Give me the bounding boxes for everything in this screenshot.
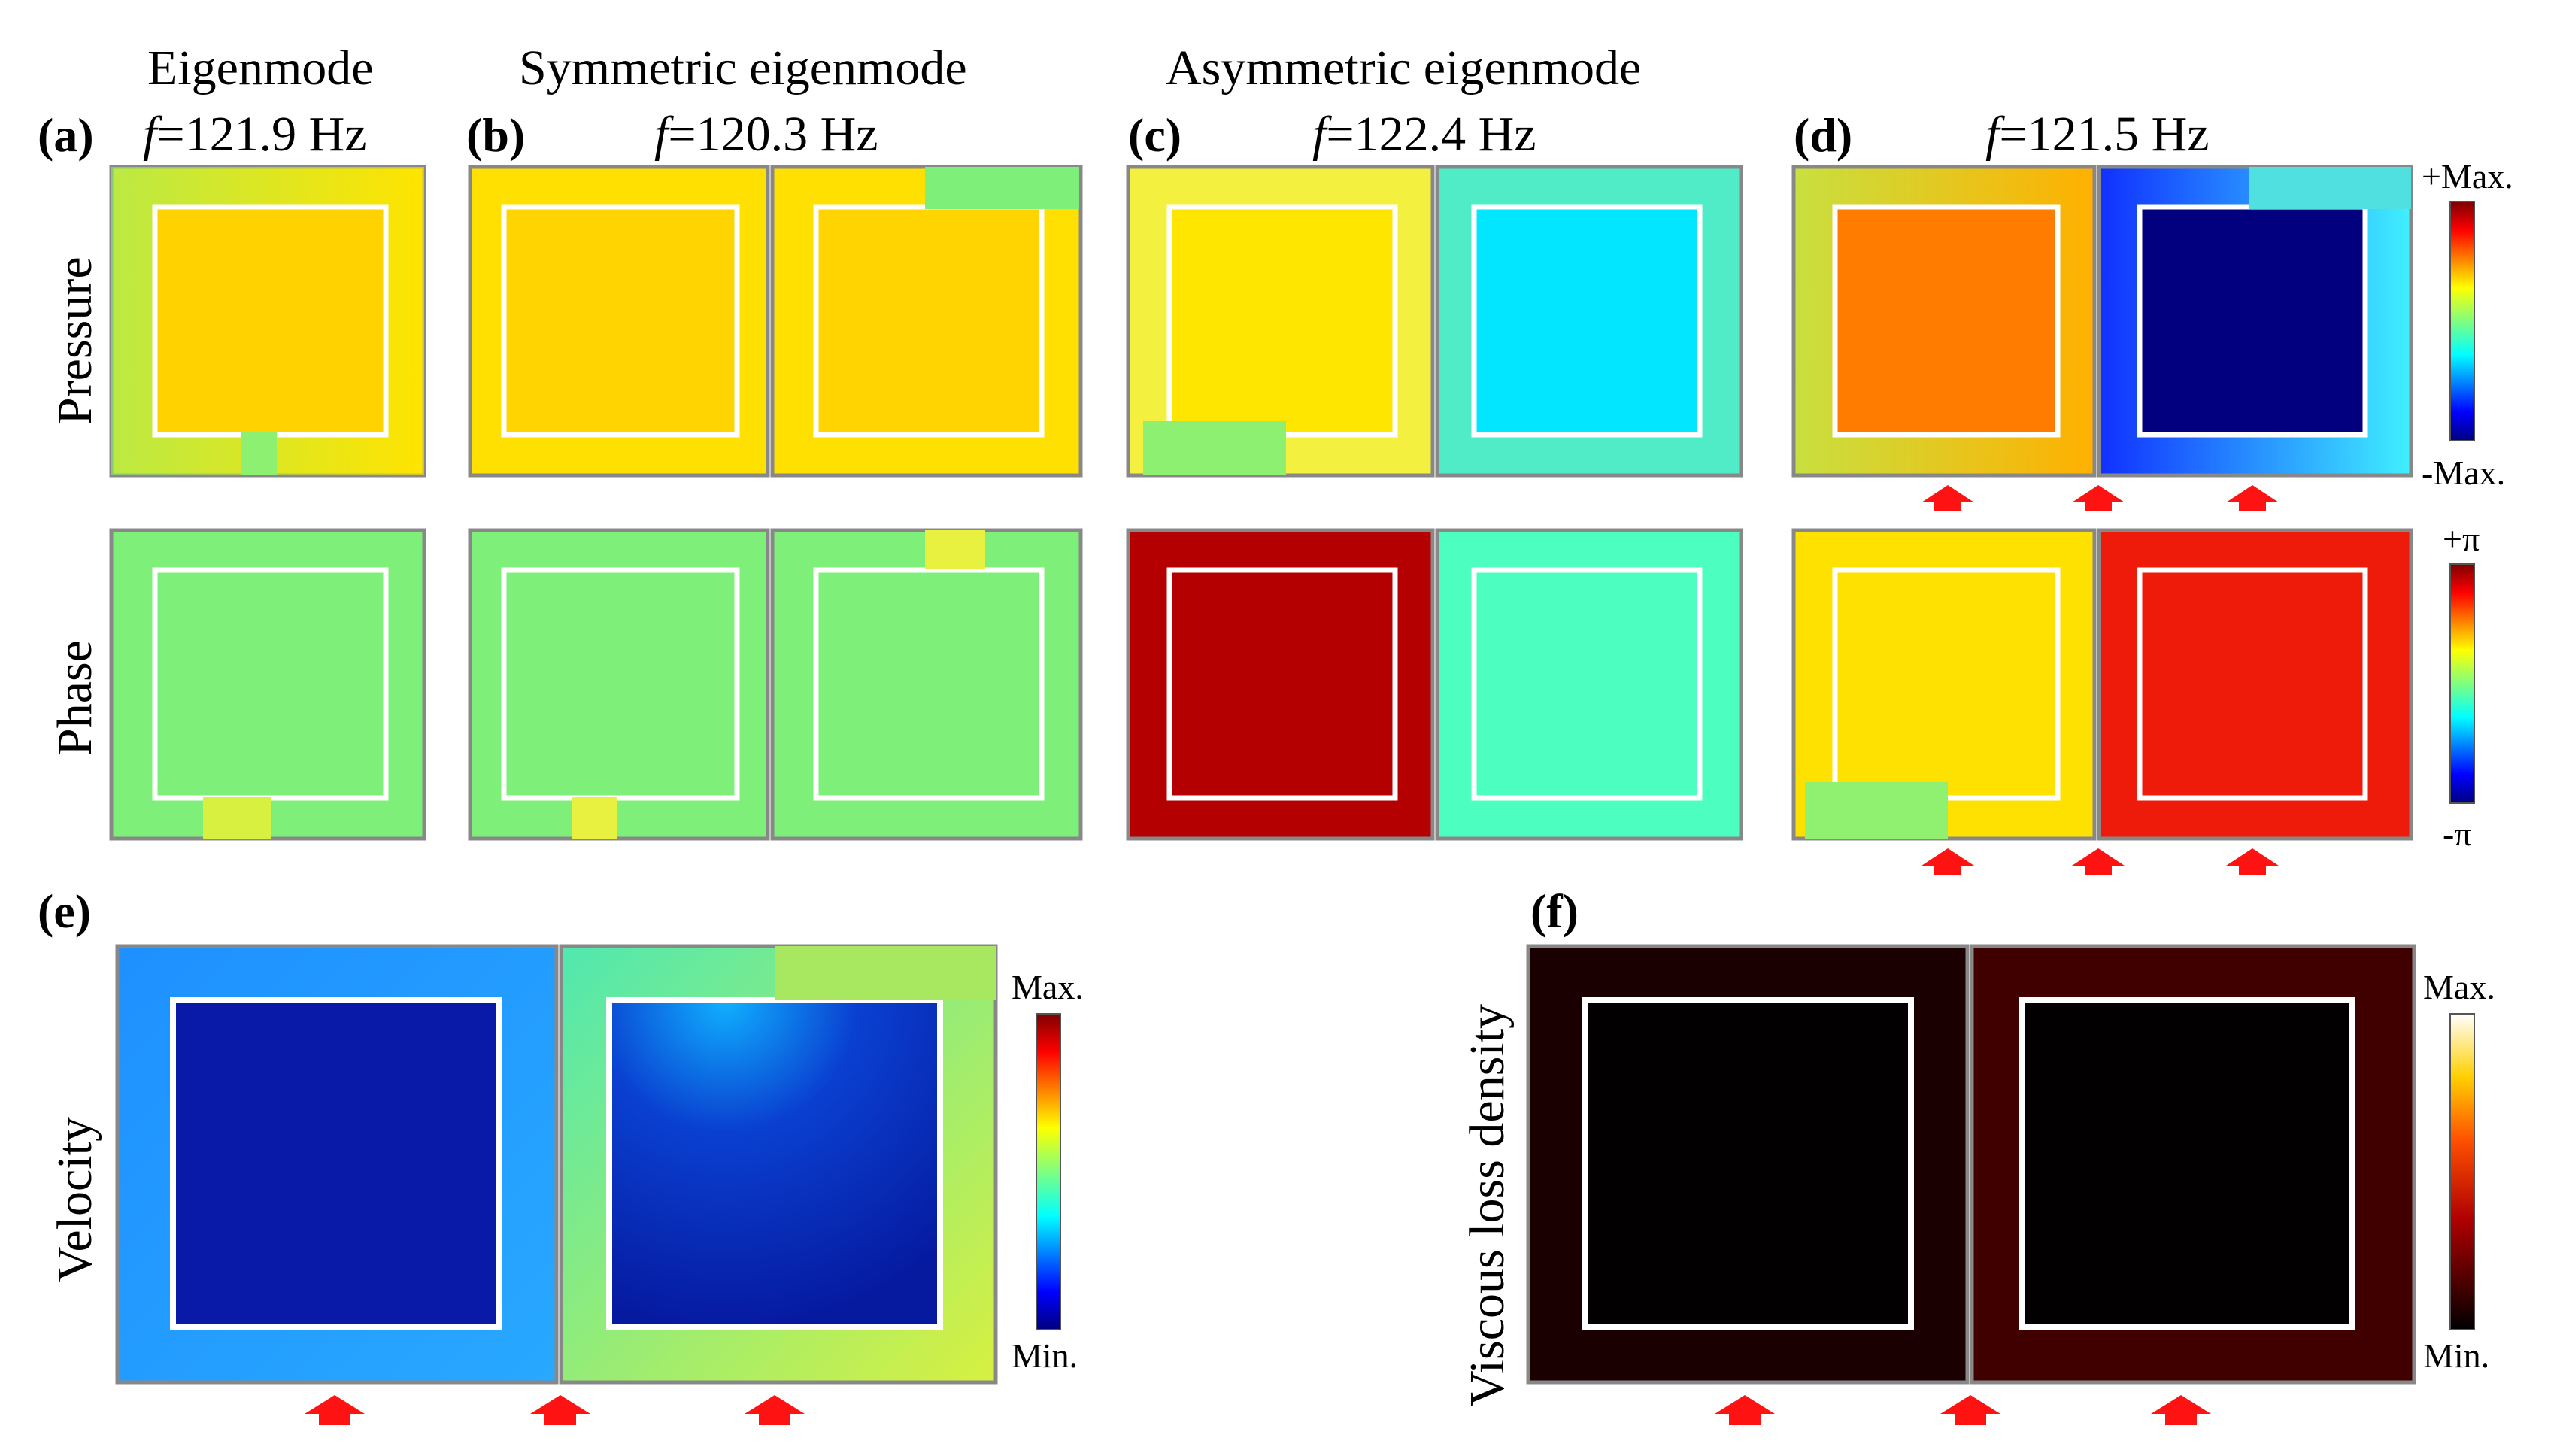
- viscous-cb-min: Min.: [2423, 1336, 2490, 1375]
- panel-c-pressure: [1126, 165, 1743, 478]
- panel-b-pressure: [468, 165, 1083, 478]
- panel-label-d: (d): [1794, 108, 1853, 162]
- panel-e-velocity: [115, 944, 998, 1385]
- panel-c-phase: [1126, 528, 1743, 841]
- phase-cb-min: -π: [2443, 814, 2472, 853]
- header-eigenmode: Eigenmode: [147, 41, 374, 96]
- header-symmetric: Symmetric eigenmode: [519, 41, 967, 96]
- arrows-f: [1715, 1395, 2211, 1425]
- freq-c: f=122.4 Hz: [1312, 107, 1536, 162]
- panel-f-viscous: [1526, 944, 2416, 1385]
- panel-label-c: (c): [1128, 108, 1182, 162]
- arrows-e: [305, 1395, 805, 1425]
- panel-b-phase: [468, 528, 1083, 841]
- panel-label-f: (f): [1530, 884, 1579, 938]
- velocity-cb-min: Min.: [1012, 1336, 1078, 1375]
- row-label-velocity: Velocity: [47, 1117, 102, 1282]
- velocity-colorbar: [1036, 1013, 1061, 1330]
- velocity-cb-max: Max.: [1012, 968, 1084, 1006]
- panel-label-a: (a): [38, 108, 94, 162]
- pressure-cb-max: +Max.: [2422, 157, 2513, 196]
- panel-a-pressure: [109, 165, 426, 478]
- row-label-phase: Phase: [47, 640, 102, 756]
- panel-a-phase: [109, 528, 426, 841]
- freq-d: f=121.5 Hz: [1985, 107, 2210, 162]
- pressure-cb-min: -Max.: [2422, 453, 2506, 492]
- viscous-cb-max: Max.: [2423, 968, 2495, 1006]
- panel-d-pressure: [1791, 165, 2413, 478]
- phase-colorbar: [2449, 563, 2475, 804]
- row-label-viscous: Viscous loss density: [1460, 1003, 1515, 1406]
- row-label-pressure: Pressure: [47, 256, 102, 425]
- panel-label-b: (b): [466, 108, 526, 162]
- panel-label-e: (e): [38, 884, 92, 938]
- header-asymmetric: Asymmetric eigenmode: [1166, 41, 1642, 96]
- arrows-d-pressure: [1922, 485, 2279, 511]
- arrows-d-phase: [1922, 848, 2279, 875]
- viscous-colorbar: [2449, 1013, 2475, 1330]
- panel-d-phase: [1791, 528, 2413, 841]
- phase-cb-max: +π: [2443, 520, 2480, 558]
- pressure-colorbar: [2449, 201, 2475, 441]
- freq-a: f=121.9 Hz: [143, 107, 367, 162]
- freq-b: f=120.3 Hz: [654, 107, 878, 162]
